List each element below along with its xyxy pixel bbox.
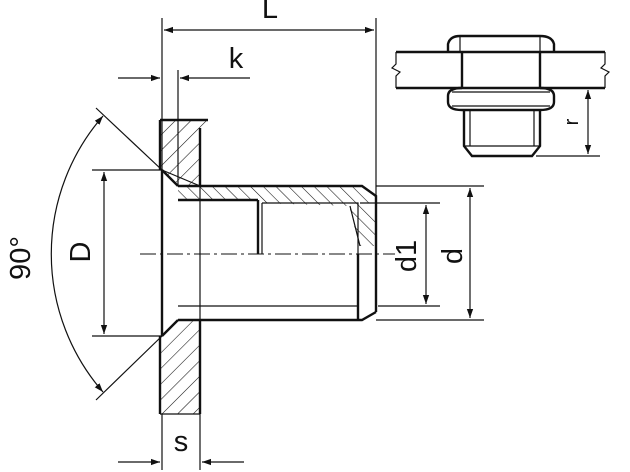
rivet-nut-lower-wall [178,254,377,322]
dimension-s: s [118,414,244,470]
label-s: s [174,426,189,458]
sheet-lower-section [158,320,202,415]
label-d: d [437,248,469,264]
dimension-angle: 90° [5,107,163,401]
installed-view: r [390,34,611,158]
label-k: k [229,43,244,75]
dimension-d: d [376,185,484,321]
label-D: D [65,242,97,263]
sheet-upper-section [158,118,208,186]
label-90deg: 90° [5,236,37,280]
label-d1: d1 [391,240,423,272]
dimension-L: L [161,0,377,196]
label-r: r [561,118,583,125]
dimension-d1: d1 [360,202,440,307]
rivet-nut-upper-wall [178,184,378,312]
dimension-D: D [65,169,162,337]
dimension-k: k [118,43,250,186]
label-L: L [262,0,278,25]
